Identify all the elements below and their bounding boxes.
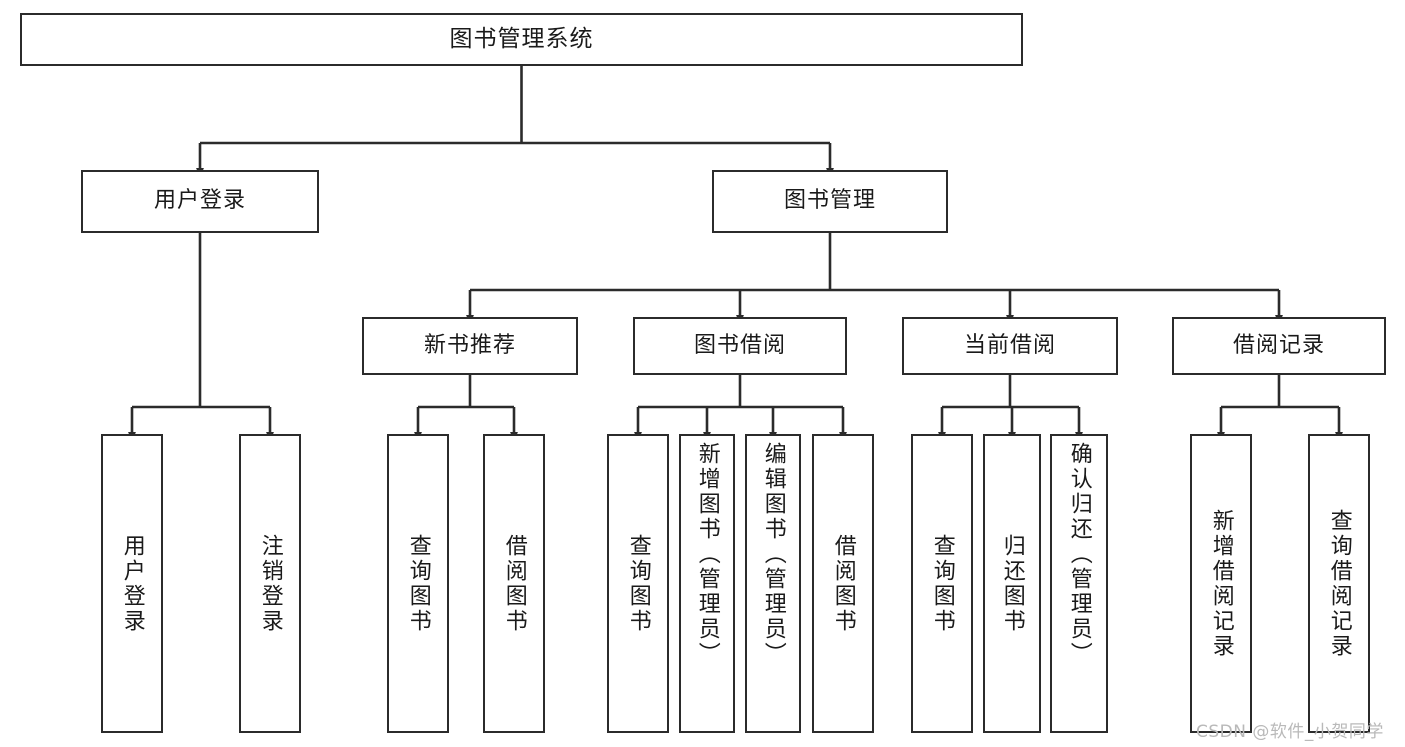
watermark-label: CSDN @软件_小贺同学: [1196, 722, 1384, 742]
node-newbook[interactable]: 新书推荐: [362, 317, 578, 375]
node-leaf-borrowbook-1[interactable]: 借阅图书: [483, 434, 545, 733]
node-current[interactable]: 当前借阅: [902, 317, 1118, 375]
node-leaf-querybook-3[interactable]: 查询图书: [911, 434, 973, 733]
node-login[interactable]: 用户登录: [81, 170, 319, 233]
node-leaf-querybook-1[interactable]: 查询图书: [387, 434, 449, 733]
node-leaf-queryrecord[interactable]: 查询借阅记录: [1308, 434, 1370, 733]
node-leaf-addbook[interactable]: 新增图书（管理员）: [679, 434, 735, 733]
node-leaf-querybook-2[interactable]: 查询图书: [607, 434, 669, 733]
node-leaf-addrecord[interactable]: 新增借阅记录: [1190, 434, 1252, 733]
node-records[interactable]: 借阅记录: [1172, 317, 1386, 375]
node-leaf-userlogin[interactable]: 用户登录: [101, 434, 163, 733]
node-leaf-confirmreturn[interactable]: 确认归还（管理员）: [1050, 434, 1108, 733]
node-leaf-borrowbook-2[interactable]: 借阅图书: [812, 434, 874, 733]
node-borrow[interactable]: 图书借阅: [633, 317, 847, 375]
node-bookmgmt[interactable]: 图书管理: [712, 170, 948, 233]
node-leaf-editbook[interactable]: 编辑图书（管理员）: [745, 434, 801, 733]
node-leaf-returnbook[interactable]: 归还图书: [983, 434, 1041, 733]
node-leaf-logout[interactable]: 注销登录: [239, 434, 301, 733]
node-root[interactable]: 图书管理系统: [20, 13, 1023, 66]
